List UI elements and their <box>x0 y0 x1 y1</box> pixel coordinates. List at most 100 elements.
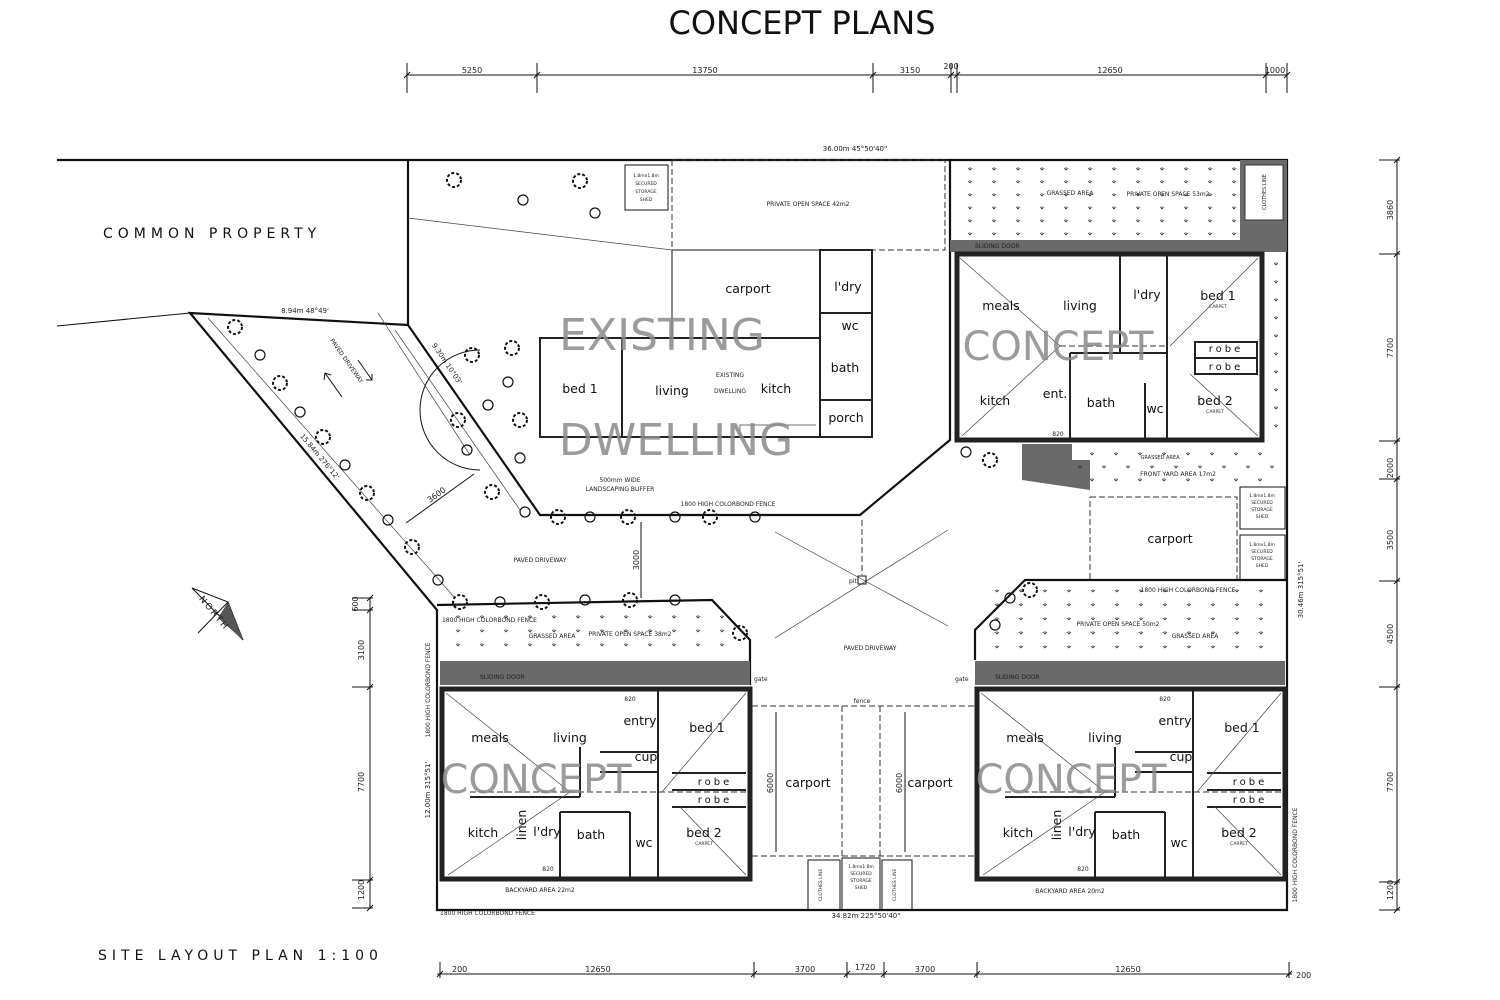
grass-icon <box>503 629 509 633</box>
tree-icon <box>504 340 520 356</box>
site-boundary <box>56 158 1289 912</box>
carports-bottom: fence 6000 6000 carport carport CLOTHES … <box>752 698 975 911</box>
boundary-left-label: 12.00m 315°51' <box>424 762 432 819</box>
room-label: cup <box>1170 749 1193 764</box>
grass-icon <box>1066 617 1072 621</box>
dim-label: 6000 <box>895 773 904 793</box>
tree-icon <box>359 485 375 501</box>
clothes-line-label: CLOTHES LINE <box>1262 174 1268 210</box>
boundary-right-label: 30.46m 315°51' <box>1297 562 1305 619</box>
grass-icon <box>1258 631 1264 635</box>
grass-icon <box>1015 180 1021 184</box>
dim-label: 5250 <box>462 66 482 75</box>
fence-label: 1800 HIGH COLORBOND FENCE <box>681 501 776 508</box>
door-width-label: 820 <box>1159 696 1171 703</box>
grass-icon <box>1090 631 1096 635</box>
grass-icon <box>647 643 653 647</box>
grass-icon <box>575 629 581 633</box>
grass-icon <box>1114 645 1120 649</box>
grass-icon <box>1210 631 1216 635</box>
room-label: robe <box>1233 777 1268 788</box>
grass-icon <box>695 629 701 633</box>
grass-icon <box>1273 280 1279 284</box>
grass-icon <box>1183 206 1189 210</box>
grass-icon <box>1090 645 1096 649</box>
tree-icon <box>960 446 972 458</box>
watermark: DWELLING <box>559 415 793 466</box>
grass-icon <box>1138 589 1144 593</box>
grass-icon <box>503 643 509 647</box>
sliding-door-label: SLIDING DOOR <box>480 674 525 681</box>
tree-icon <box>432 574 444 586</box>
room-label: l'dry <box>1068 824 1096 839</box>
grass-icon <box>1257 478 1263 482</box>
boundary-bottom-label: 34.82m 225°50'40" <box>832 912 901 920</box>
grass-icon <box>1042 631 1048 635</box>
grass-icon <box>991 206 997 210</box>
room-label: living <box>1088 730 1122 745</box>
room-label: robe <box>1209 362 1244 373</box>
grass-icon <box>623 615 629 619</box>
grassed-label: GRASSED AREA <box>529 633 577 640</box>
grass-icon <box>1234 631 1240 635</box>
room-label: living <box>553 730 587 745</box>
grass-icon <box>1207 193 1213 197</box>
room-label: porch <box>828 410 863 425</box>
pos-label: PRIVATE OPEN SPACE 50m2 <box>1076 621 1159 628</box>
room-label: l'dry <box>834 279 862 294</box>
grass-icon <box>1183 219 1189 223</box>
grass-icon <box>1018 617 1024 621</box>
grass-icon <box>1042 603 1048 607</box>
fence-label: fence <box>854 698 871 705</box>
room-label: carport <box>907 775 952 790</box>
grass-icon <box>994 631 1000 635</box>
grass-icon <box>1087 206 1093 210</box>
grass-icon <box>1159 206 1165 210</box>
room-label: bed 1 <box>1200 288 1236 303</box>
tree-icon <box>989 619 1001 631</box>
tree-icon <box>584 511 596 523</box>
grass-icon <box>994 603 1000 607</box>
door-width-label: 820 <box>1052 431 1064 438</box>
grass-icon <box>1233 478 1239 482</box>
room-label: robe <box>1209 344 1244 355</box>
grass-icon <box>1138 617 1144 621</box>
grass-icon <box>1161 478 1167 482</box>
fence-label: 1800 HIGH COLORBOND FENCE <box>425 642 432 737</box>
unit-bottom-right: 1800 HIGH COLORBOND FENCE PRIVATE OPEN S… <box>955 578 1299 902</box>
buffer-label: 500mm WIDE <box>599 477 640 484</box>
shed-label: 1.8mx1.8m <box>1249 493 1275 499</box>
existing-small-label: EXISTING <box>716 372 744 379</box>
grass-icon <box>719 643 725 647</box>
shed-label: SECURED <box>1251 500 1273 506</box>
grass-icon <box>1161 452 1167 456</box>
driveway-mid-dim: 3000 <box>632 550 641 570</box>
grass-icon <box>1234 603 1240 607</box>
grass-icon <box>1159 232 1165 236</box>
grass-icon <box>551 629 557 633</box>
grass-icon <box>1186 603 1192 607</box>
grass-icon <box>1273 334 1279 338</box>
plan-caption: SITE LAYOUT PLAN 1:100 <box>98 948 383 964</box>
grass-symbols <box>455 167 1279 649</box>
grass-icon <box>1234 589 1240 593</box>
clothes-line-label: CLOTHES LINE <box>892 869 898 901</box>
dim-label: 1000 <box>1265 66 1285 75</box>
page-title: CONCEPT PLANS <box>668 4 935 42</box>
storage-shed <box>1239 486 1286 530</box>
pos-label: PRIVATE OPEN SPACE 53m2 <box>1126 191 1209 198</box>
grass-icon <box>1111 219 1117 223</box>
grass-icon <box>1015 206 1021 210</box>
grass-icon <box>1273 424 1279 428</box>
backyard-label: BACKYARD AREA 22m2 <box>505 887 575 894</box>
tree-icon <box>732 625 748 641</box>
carpet-label: CARPET <box>1206 409 1224 415</box>
carport-right-upper <box>1089 496 1238 581</box>
grass-icon <box>1066 603 1072 607</box>
grass-icon <box>1186 617 1192 621</box>
carpet-label: CARPET <box>1209 304 1227 310</box>
tree-icon <box>749 511 761 523</box>
grass-icon <box>1066 589 1072 593</box>
room-label: cup <box>635 749 658 764</box>
room-label: meals <box>471 730 509 745</box>
